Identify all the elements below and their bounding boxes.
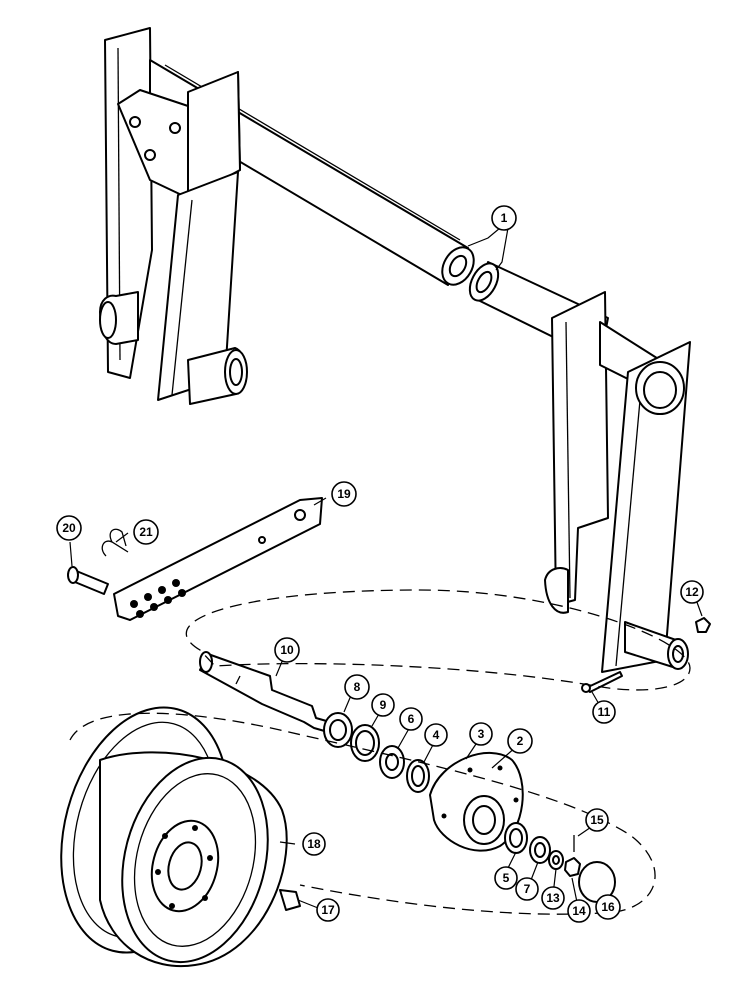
callout-5: 5 [494, 866, 518, 890]
callout-18: 18 [302, 832, 326, 856]
callout-7: 7 [515, 877, 539, 901]
svg-text:19: 19 [337, 487, 351, 501]
left-frame-assembly [99, 27, 475, 405]
svg-text:4: 4 [433, 728, 440, 742]
drawbar-assembly [67, 497, 323, 621]
callouts: 1 2 3 4 5 6 7 8 [56, 205, 704, 923]
callout-12: 12 [680, 580, 704, 604]
svg-text:1: 1 [501, 211, 508, 225]
svg-text:20: 20 [62, 521, 76, 535]
callout-21: 21 [133, 519, 159, 545]
callout-16: 16 [595, 894, 621, 920]
svg-text:9: 9 [380, 698, 387, 712]
callout-4: 4 [424, 723, 448, 747]
callout-14: 14 [567, 899, 591, 923]
callout-20: 20 [56, 515, 82, 541]
callout-6: 6 [399, 707, 423, 731]
callout-15: 15 [585, 808, 609, 832]
svg-text:12: 12 [685, 585, 699, 599]
callout-3: 3 [469, 722, 493, 746]
callout-1: 1 [491, 205, 517, 231]
right-frame-assembly [468, 261, 711, 693]
spindle-hub-assembly [199, 651, 616, 903]
grouping-loop-spindle [185, 589, 691, 691]
callout-19: 19 [331, 481, 357, 507]
svg-text:5: 5 [503, 871, 510, 885]
callout-17: 17 [316, 898, 340, 922]
svg-text:2: 2 [517, 734, 524, 748]
svg-text:13: 13 [546, 891, 560, 905]
svg-text:14: 14 [572, 904, 586, 918]
callout-10: 10 [274, 637, 300, 663]
callout-9: 9 [371, 693, 395, 717]
callout-11: 11 [592, 700, 616, 724]
svg-text:6: 6 [408, 712, 415, 726]
svg-text:8: 8 [354, 680, 361, 694]
wheel-assembly [60, 706, 301, 968]
svg-text:15: 15 [590, 813, 604, 827]
svg-text:16: 16 [601, 900, 615, 914]
svg-text:21: 21 [139, 525, 153, 539]
svg-text:11: 11 [598, 705, 611, 719]
callout-2: 2 [507, 728, 533, 754]
svg-text:7: 7 [524, 882, 531, 896]
svg-text:17: 17 [321, 903, 335, 917]
callout-8: 8 [344, 674, 370, 700]
svg-text:18: 18 [307, 837, 321, 851]
callout-13: 13 [541, 886, 565, 910]
svg-text:10: 10 [280, 643, 294, 657]
svg-text:3: 3 [478, 727, 485, 741]
